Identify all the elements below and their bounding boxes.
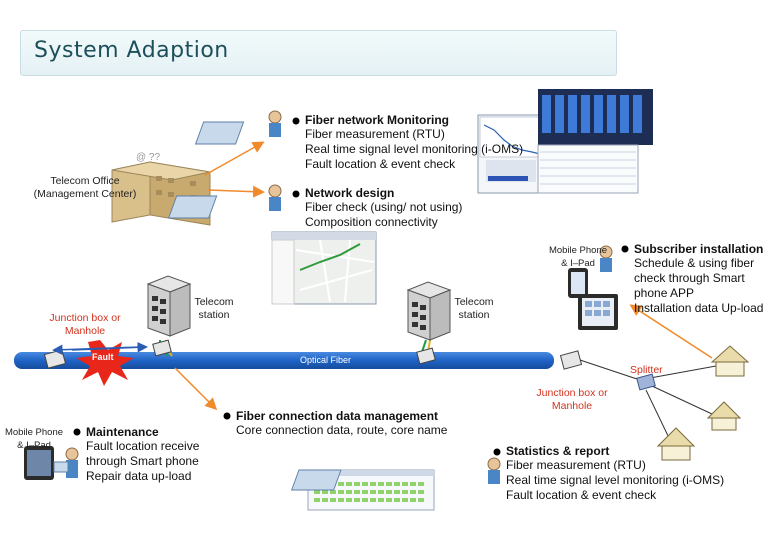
mobile-right-label: Mobile Phone & I–Pad [546,244,610,270]
tablet-right-icon [578,294,618,330]
fiber-connection-block: Fiber connection data management Core co… [236,409,447,438]
operator-monitoring-icon [194,110,282,145]
optical-fiber-label: Optical Fiber [300,355,352,365]
network-design-item: Composition connectivity [305,215,438,229]
phone-right-icon [568,268,588,298]
fiber-monitoring-block: Fiber network Monitoring Fiber measureme… [305,113,523,172]
maintenance-item: Repair data up-load [86,469,192,483]
network-map-screenshot [271,231,377,305]
network-design-item: Fiber check (using/ not using) [305,200,463,214]
telecom-station-right-line2: station [458,309,490,321]
operator-design-icon [167,184,282,219]
page-title: System Adaption [34,38,229,63]
telecom-station-left-server-icon [146,275,192,337]
subscriber-block: Subscriber installation Schedule & using… [634,242,763,316]
arrow-station-to-junction [52,344,141,355]
fiber-connection-item: Core connection data, route, core name [236,423,448,437]
splitter-icon [636,373,656,391]
connector-left-station-icon [152,339,172,357]
connector-right-station-icon [416,347,436,365]
tablet-left-icon [24,446,54,480]
maintenance-item: Fault location receive [86,439,200,453]
bullets [73,117,629,456]
subscriber-item: Schedule & using fiber [634,256,755,270]
mobile-left-label: Mobile Phone & I–Pad [2,426,66,452]
fiber-monitoring-item: Fault location & event check [305,157,456,171]
monitoring-screenshot [477,89,653,194]
statistics-item: Real time signal level monitoring (i-OMS… [506,473,725,487]
fiber-connection-heading: Fiber connection data management [236,409,439,423]
maintenance-item: through Smart phone [86,454,199,468]
maintenance-heading: Maintenance [86,425,159,439]
operator-subscriber-icon [599,245,613,272]
telecom-office-building-icon: @ ?? [111,152,211,226]
fiber-monitoring-item: Fiber measurement (RTU) [305,127,445,141]
house-icon-3 [656,427,696,461]
operator-maintenance-icon [53,447,79,478]
subscriber-heading: Subscriber installation [634,242,764,256]
mobile-right-line2: & I–Pad [561,258,595,269]
fiber-monitoring-item: Real time signal level monitoring (i-OMS… [305,142,524,156]
house-icon-2 [706,401,742,431]
subscriber-item: Installation data Up-load [634,301,764,315]
maintenance-block: Maintenance Fault location receive throu… [86,425,199,484]
house-icon-1 [710,345,750,377]
junction-box-right-icon [559,350,583,370]
network-design-block: Network design Fiber check (using/ not u… [305,186,462,230]
mobile-right-line1: Mobile Phone [548,245,608,256]
arrow-station-to-connection [174,367,218,411]
telecom-station-right-line1: Telecom [454,296,494,308]
telecom-station-left-line2: station [198,309,230,321]
junction-right-line2: Manhole [551,400,593,412]
junction-right-label: Junction box or Manhole [530,387,614,413]
telecom-office-line1: Telecom Office [50,175,120,187]
mobile-left-line1: Mobile Phone [4,427,64,438]
subscriber-item: check through Smart [634,271,745,285]
statistics-item: Fault location & event check [506,488,657,502]
mobile-left-line2: & I–Pad [17,440,51,451]
junction-left-line1: Junction box or [49,312,121,324]
splitter-label: Splitter [630,364,663,376]
subscriber-item: phone APP [634,286,695,300]
operator-statistics-icon [290,457,501,491]
svg-text:@ ??: @ ?? [136,152,160,163]
fault-label: Fault [92,352,114,362]
telecom-station-left-label: Telecom station [186,296,242,322]
telecom-station-left-line1: Telecom [194,296,234,308]
fiber-monitoring-heading: Fiber network Monitoring [305,113,449,127]
arrow-office-to-design [207,185,265,198]
telecom-station-right-label: Telecom station [446,296,502,322]
network-design-heading: Network design [305,186,395,200]
junction-right-line1: Junction box or [536,387,608,399]
fault-starburst-icon [76,340,134,386]
junction-left-label: Junction box or Manhole [40,312,130,338]
statistics-block: Statistics & report Fiber measurement (R… [506,444,724,503]
title-bar [20,30,617,76]
arrow-house-to-subscriber [629,304,713,359]
telecom-station-right-server-icon [406,281,452,341]
statistics-item: Fiber measurement (RTU) [506,458,646,472]
arrow-office-to-monitoring [204,141,265,176]
telecom-office-label: Telecom Office (Management Center) [30,175,140,201]
statistics-heading: Statistics & report [506,444,610,458]
junction-left-line2: Manhole [64,325,106,337]
telecom-office-line2: (Management Center) [33,188,137,200]
